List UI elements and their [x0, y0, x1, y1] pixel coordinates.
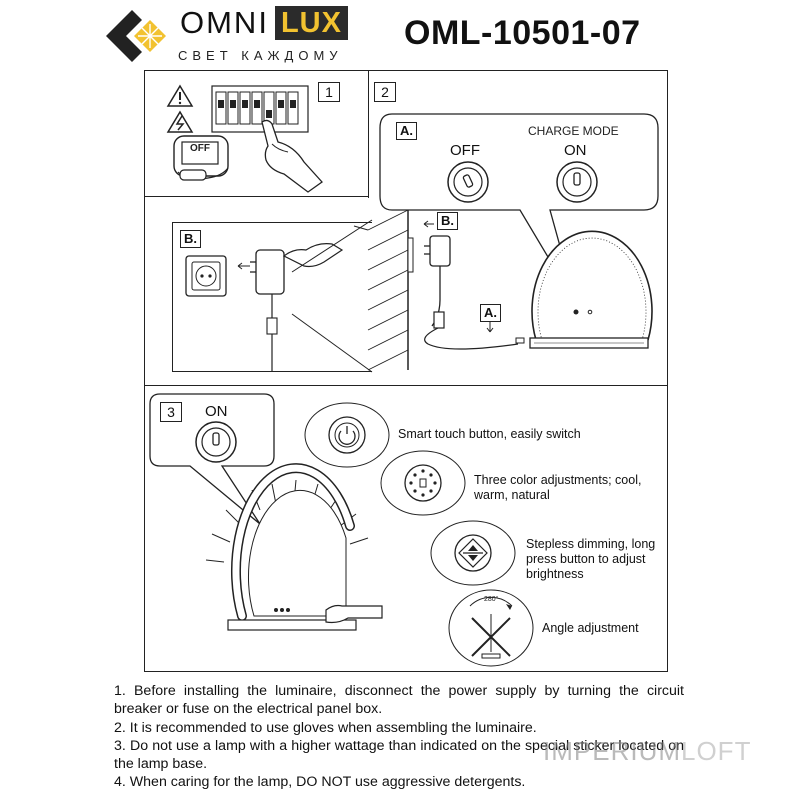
model-number: OML-10501-07: [404, 14, 641, 52]
charge-off-label: OFF: [450, 142, 480, 159]
divider-step-columns: [368, 70, 369, 198]
step3-on-label: ON: [205, 403, 228, 420]
charge-tag-b-small: B.: [437, 212, 458, 230]
note-item: 3. Do not use a lamp with a higher watta…: [114, 737, 684, 773]
adapter-tag-b: B.: [180, 230, 201, 248]
watermark-right: LOFT: [681, 736, 752, 766]
safety-notes: 1. Before installing the luminaire, disc…: [114, 682, 684, 792]
step3-on-switch-icon: [195, 421, 237, 463]
charge-tag-a: A.: [396, 122, 417, 140]
step-number-2: 2: [374, 82, 396, 102]
color-adjust-feature-icon: [380, 450, 466, 516]
feature-angle-label: Angle adjustment: [542, 621, 639, 635]
instruction-frame: [144, 70, 668, 672]
feature-dimming-label: Stepless dimming, long press button to a…: [526, 537, 656, 581]
brand-wordmark: OMNI LUX: [180, 5, 348, 40]
note-item: 1. Before installing the luminaire, disc…: [114, 683, 684, 718]
watermark-left: IMPERIUM: [543, 736, 681, 766]
socket-plug-illustration: [185, 219, 373, 373]
touch-button-feature-icon: [304, 402, 390, 468]
dimming-feature-icon: [430, 520, 516, 586]
divider-step1: [144, 196, 369, 197]
charge-on-label: ON: [564, 142, 587, 159]
feature-touch-label: Smart touch button, easily switch: [398, 427, 581, 441]
watermark: IMPERIUMLOFT: [543, 736, 751, 767]
brand-tagline: СВЕТ КАЖДОМУ: [178, 48, 343, 63]
step-number-1: 1: [318, 82, 340, 102]
note-item: 4. When caring for the lamp, DO NOT use …: [114, 774, 526, 791]
angle-adjust-feature-icon: [448, 589, 534, 667]
mirror-lamp-illustration: [205, 463, 383, 631]
step-number-3: 3: [160, 402, 182, 422]
breaker-off-label: OFF: [190, 143, 210, 154]
breaker-panel-illustration: [166, 84, 323, 193]
charge-tag-a-small: A.: [480, 304, 501, 322]
on-switch-icon: [556, 161, 598, 203]
off-switch-icon: [447, 161, 489, 203]
lamp-charging-illustration: [353, 209, 653, 371]
angle-value-label: 280°: [484, 596, 499, 603]
omnilux-logo-icon: [106, 10, 166, 62]
brand-lux: LUX: [274, 6, 348, 40]
adapter-box-left: [172, 222, 173, 372]
brand-omni: OMNI: [180, 5, 269, 40]
feature-color-label: Three color adjustments; cool, warm, nat…: [474, 473, 642, 502]
divider-step3: [144, 385, 668, 386]
note-item: 2. It is recommended to use gloves when …: [114, 719, 537, 736]
adapter-box-top: [172, 222, 372, 223]
charge-mode-title: CHARGE MODE: [528, 124, 619, 138]
